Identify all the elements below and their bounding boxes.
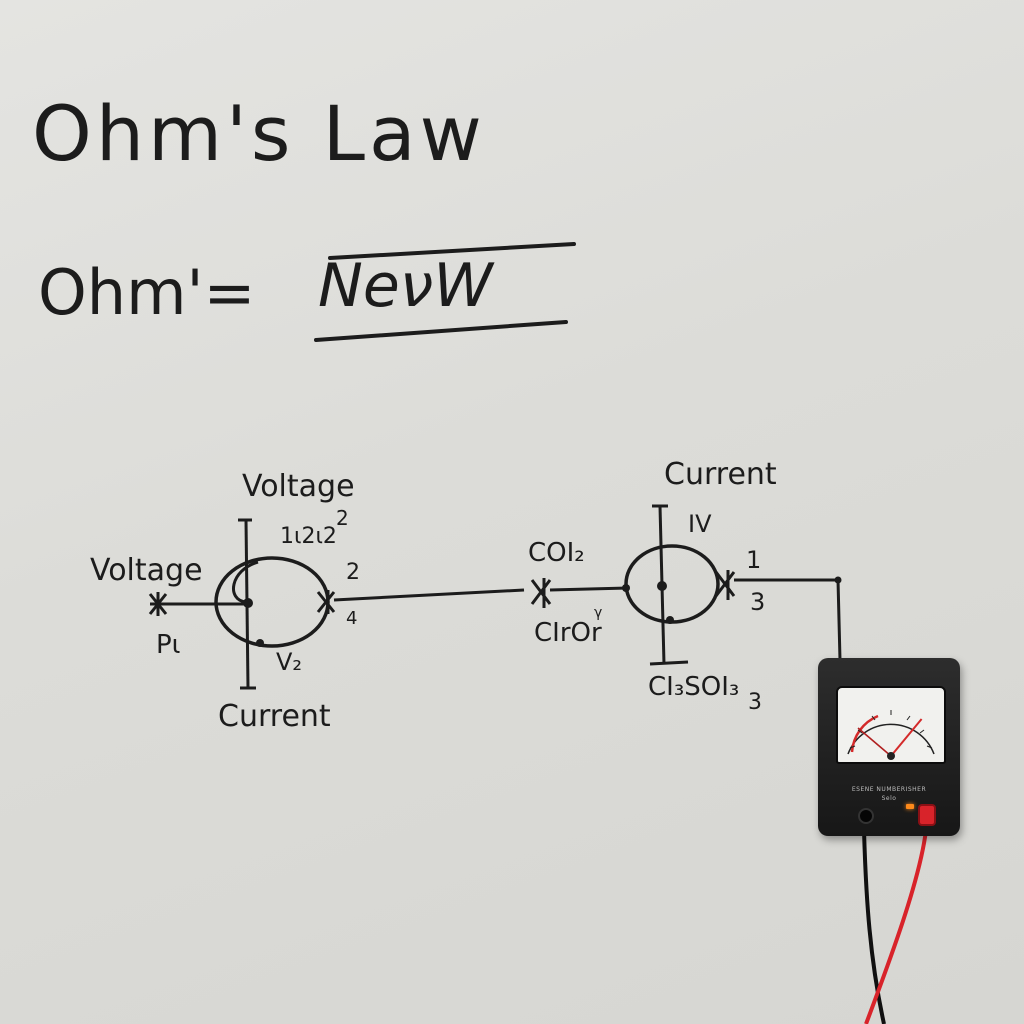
right-right-bottom-label: 3 [750,588,766,616]
middle-diode [530,578,552,608]
right-node-left [622,584,630,592]
middle-label-bottom: CIrOr [534,618,602,648]
red-probe-jack[interactable] [918,804,936,826]
formula-left: Ohm'= [38,256,256,329]
meter-brand: ESENE NUMBERISHER [851,786,927,793]
right-axis-cap-bottom [649,660,689,666]
heading: Ohm's Law [32,89,486,178]
left-label-top: Voltage [242,469,355,504]
black-probe-cable [862,829,886,1024]
right-diode [714,570,736,600]
left-right-bottom-label: 4 [346,608,358,629]
meter-model: Selo [881,795,897,802]
formula-right: NeνW [318,251,493,321]
right-label-bottom-sub: 3 [748,690,762,715]
middle-label-sup: γ [594,605,603,621]
right-node-bottom [666,616,674,624]
right-right-top-label: 1 [746,546,762,574]
analog-meter: ESENE NUMBERISHER Selo [818,658,960,836]
right-node-top-label: IV [688,510,712,538]
left-label-bottom: Current [218,699,331,734]
left-node-top-label: 1ι2ι2 [280,524,337,549]
left-arc [232,560,259,604]
meter-dial-face [847,710,935,760]
right-label-bottom: CI₃SOI₃ [648,672,740,702]
left-node-center [243,598,253,608]
meter-needle [890,718,923,757]
meter-needle-shadow [857,727,892,757]
main-wire [333,588,525,602]
middle-label-top: COI₂ [528,538,585,568]
left-node-top-sup: 2 [336,506,349,530]
left-node-bottom [256,639,264,647]
left-under-mid-label: V₂ [276,648,303,676]
left-circle [214,556,330,648]
left-diode-left [148,592,168,616]
left-under-left-label: Pι [156,630,181,660]
left-diode-right [316,590,336,614]
right-corner-node [834,576,842,584]
left-right-top-label: 2 [346,560,360,585]
black-probe-jack[interactable] [858,808,874,824]
right-label-top: Current [664,457,777,492]
formula-underline [314,320,568,342]
formula-overline [328,242,576,260]
red-probe-cable [864,829,928,1024]
meter-dial [836,686,946,764]
meter-led [906,804,914,809]
middle-wire [549,586,629,592]
right-circle [624,544,720,624]
left-label-left: Voltage [90,553,203,588]
right-node-center [657,581,667,591]
